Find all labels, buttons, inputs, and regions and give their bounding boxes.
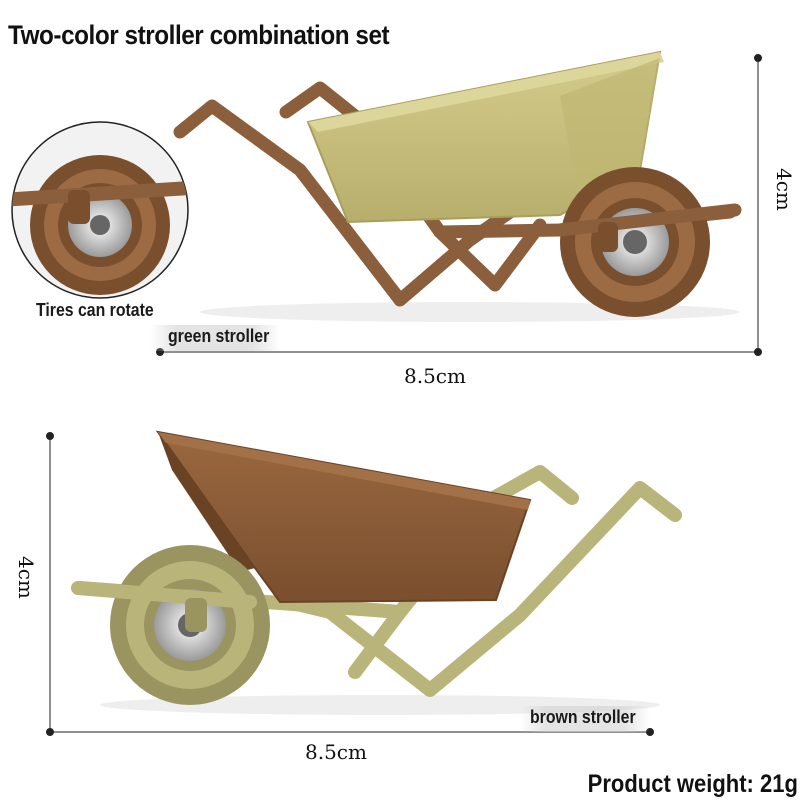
top-height-label: 4cm bbox=[772, 168, 796, 211]
bottom-height-label: 4cm bbox=[14, 556, 38, 599]
top-measure-lines bbox=[156, 54, 762, 356]
brown-stroller-label: brown stroller bbox=[530, 707, 636, 727]
green-stroller bbox=[173, 50, 742, 322]
product-weight-label: Product weight: 21g bbox=[587, 770, 798, 798]
brown-label-strip bbox=[520, 706, 650, 732]
green-stroller-label: green stroller bbox=[168, 326, 270, 346]
top-width-label: 8.5cm bbox=[404, 364, 466, 388]
green-stroller-wheel bbox=[560, 167, 710, 317]
page-title: Two-color stroller combination set bbox=[8, 20, 390, 50]
bottom-width-label: 8.5cm bbox=[305, 740, 367, 764]
tire-detail-inset bbox=[11, 121, 189, 299]
tires-rotate-caption: Tires can rotate bbox=[36, 300, 154, 320]
green-label-strip bbox=[150, 325, 280, 351]
brown-stroller bbox=[71, 430, 682, 715]
